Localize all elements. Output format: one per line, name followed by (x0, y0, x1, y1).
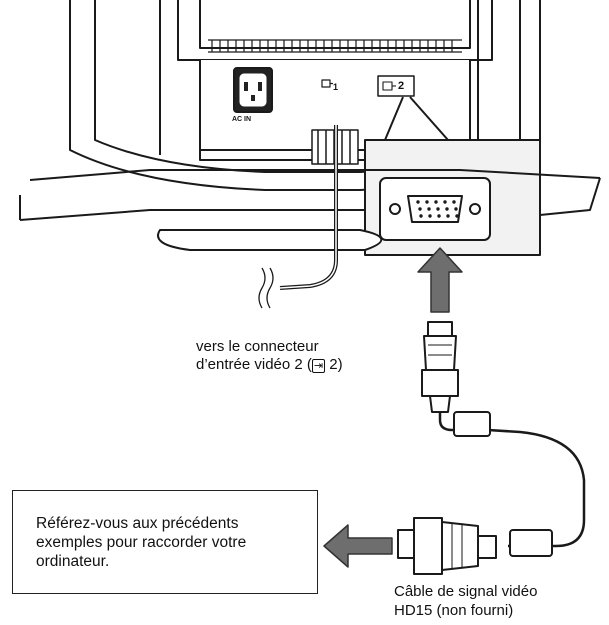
existing-video-cable (258, 125, 338, 309)
arrow-up-icon (417, 247, 463, 313)
lower-cable-plug (397, 517, 497, 575)
connector-caption-line1: vers le connecteur (196, 338, 319, 355)
connector-caption-suffix: 2) (325, 356, 343, 373)
cable-caption-line1: Câble de signal vidéo (394, 583, 538, 600)
ferrite-core (453, 411, 491, 437)
note-line-2: exemples pour raccorder votre (36, 534, 247, 551)
cable-caption-line2: HD15 (non fourni) (394, 602, 514, 619)
connector-pins (416, 200, 459, 218)
port-1-label: 1 (333, 82, 339, 92)
port-2-label: 2 (398, 80, 405, 92)
hd15-connector-icon (379, 177, 491, 241)
note-line-3: ordinateur. (36, 553, 110, 570)
note-box (12, 490, 318, 594)
connector-caption: vers le connecteur d’entrée vidéo 2 (⇥ 2… (196, 338, 343, 374)
input-1-symbol-icon (321, 79, 333, 88)
input-arrow-icon: ⇥ (311, 359, 326, 373)
vent-grill (208, 39, 462, 53)
arrow-left-icon (323, 524, 393, 568)
upper-cable-plug (421, 321, 459, 413)
note-line-1: Référez-vous aux précédents (36, 515, 239, 532)
connector-caption-line2: d’entrée vidéo 2 (⇥ 2) (196, 356, 343, 374)
note-text: Référez-vous aux précédents exemples pou… (36, 514, 306, 571)
hd15-cable (438, 411, 586, 557)
connector-caption-prefix: d’entrée vidéo 2 ( (196, 356, 312, 373)
cable-caption: Câble de signal vidéo HD15 (non fourni) (394, 582, 537, 620)
ac-in-label: AC IN (232, 116, 252, 123)
ferrite-core (509, 529, 553, 557)
power-socket-icon (233, 67, 273, 113)
input-2-symbol-icon (377, 75, 415, 97)
monitor-stand (19, 169, 601, 251)
